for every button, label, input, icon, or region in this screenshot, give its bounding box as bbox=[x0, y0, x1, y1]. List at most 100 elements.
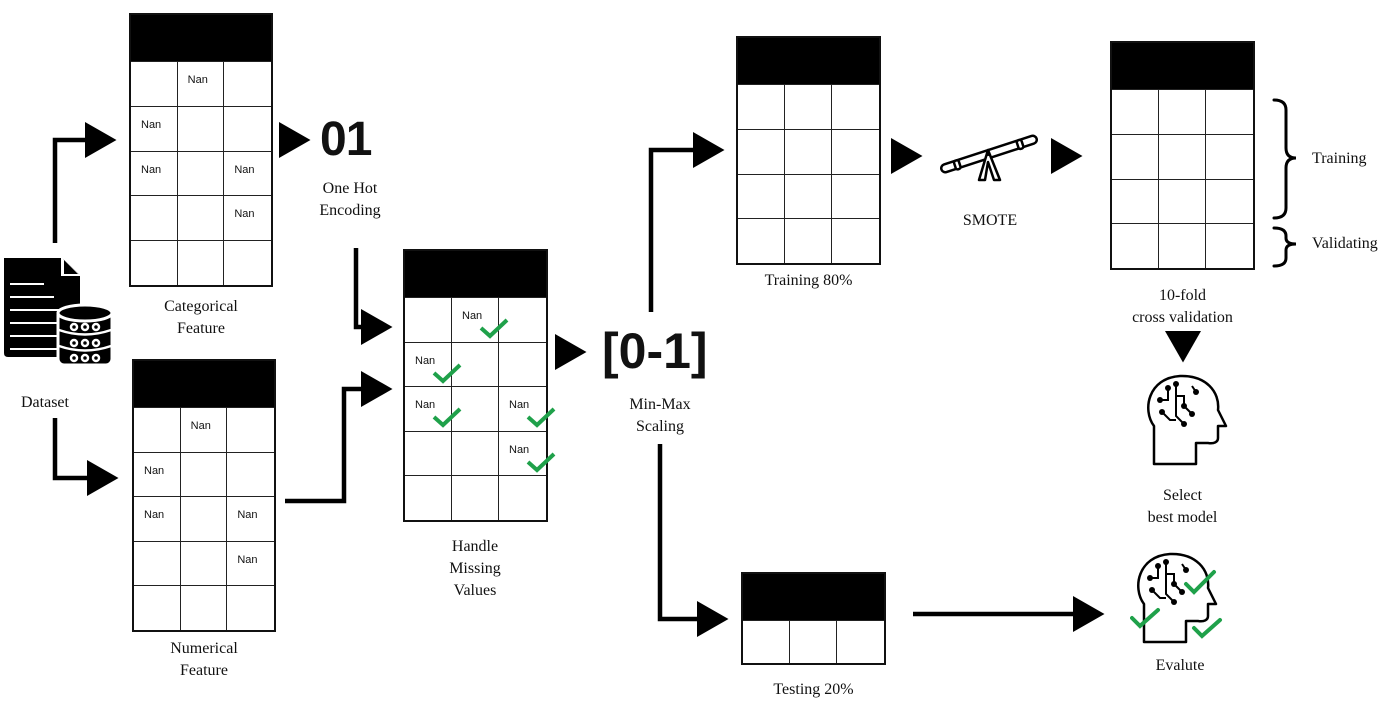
table-cell bbox=[180, 496, 228, 541]
brace-training-label: Training bbox=[1312, 150, 1367, 167]
evaluate-label: Evalute bbox=[1155, 657, 1205, 674]
brace-validating-label: Validating bbox=[1312, 235, 1378, 252]
table-cell bbox=[405, 297, 452, 342]
check-icon bbox=[432, 363, 462, 384]
table-cell bbox=[177, 240, 225, 285]
table-cell bbox=[1159, 133, 1206, 179]
arrow-dataset-to-categorical bbox=[52, 122, 117, 243]
nan-value: Nan bbox=[237, 509, 258, 522]
table-cell bbox=[832, 128, 879, 174]
table-cell bbox=[738, 173, 785, 219]
table-header bbox=[131, 15, 271, 61]
numerical-feature-label: Numerical Feature bbox=[170, 640, 238, 679]
check-icon bbox=[526, 407, 556, 428]
dataset-label: Dataset bbox=[21, 394, 69, 411]
table-cell bbox=[134, 407, 181, 452]
nan-value: Nan bbox=[509, 443, 530, 456]
nan-value: Nan bbox=[462, 310, 483, 322]
table-cell bbox=[1159, 89, 1206, 134]
table-cell bbox=[177, 105, 225, 151]
table-cell bbox=[785, 173, 832, 219]
min-max-symbol: [0-1] bbox=[602, 323, 708, 379]
table-cell bbox=[452, 430, 499, 476]
table-cell bbox=[405, 430, 452, 476]
table-cell bbox=[738, 128, 785, 174]
table-cell bbox=[131, 61, 178, 106]
table-cell bbox=[738, 84, 785, 129]
table-cell bbox=[180, 585, 228, 630]
table-grid bbox=[738, 84, 879, 263]
training-split-label: Training 80% bbox=[764, 272, 853, 289]
ai-head-check-icon bbox=[1130, 548, 1240, 648]
table-cell: Nan bbox=[224, 195, 271, 240]
table-cell: Nan bbox=[134, 451, 181, 497]
table-cell: Nan bbox=[224, 150, 271, 196]
table-cell bbox=[452, 475, 499, 520]
table-grid bbox=[1112, 89, 1253, 268]
table-cell bbox=[743, 620, 790, 663]
nan-value: Nan bbox=[234, 163, 255, 176]
table-cell: Nan bbox=[180, 407, 228, 452]
table-cell bbox=[180, 540, 228, 586]
testing-split-label: Testing 20% bbox=[773, 681, 854, 698]
table-cell: Nan bbox=[131, 150, 178, 196]
table-cell bbox=[785, 128, 832, 174]
table-cell bbox=[832, 218, 879, 263]
table-cell: Nan bbox=[405, 386, 462, 431]
check-icon bbox=[432, 407, 462, 428]
table-cell bbox=[131, 195, 178, 241]
table-cell bbox=[1206, 89, 1253, 134]
nan-value: Nan bbox=[141, 163, 162, 176]
testing-split-table bbox=[741, 572, 886, 665]
brace-training bbox=[1272, 98, 1297, 220]
table-cell bbox=[1159, 178, 1206, 224]
training-split-table bbox=[736, 36, 881, 265]
nan-value: Nan bbox=[187, 74, 208, 86]
seesaw-icon bbox=[935, 128, 1045, 188]
table-cell bbox=[177, 150, 225, 196]
table-cell bbox=[177, 195, 225, 241]
table-cell bbox=[180, 451, 228, 497]
table-cell: Nan bbox=[452, 297, 509, 342]
table-grid bbox=[743, 620, 884, 663]
handle-missing-values-label: Handle Missing Values bbox=[449, 538, 501, 599]
check-icon bbox=[1192, 618, 1222, 639]
table-cell bbox=[832, 84, 879, 129]
table-cell bbox=[134, 540, 181, 586]
table-cell: Nan bbox=[227, 496, 274, 541]
arrow-minmax-to-testing bbox=[657, 444, 729, 637]
table-cell: Nan bbox=[499, 386, 556, 431]
cross-validation-label: 10-fold cross validation bbox=[1132, 287, 1233, 326]
arrow-dataset-to-numerical bbox=[52, 418, 119, 496]
nan-value: Nan bbox=[509, 399, 530, 412]
table-cell bbox=[1112, 89, 1159, 134]
smote-label: SMOTE bbox=[962, 212, 1018, 229]
table-cell bbox=[227, 585, 274, 630]
table-cell bbox=[1159, 223, 1206, 268]
table-header bbox=[743, 574, 884, 620]
table-cell: Nan bbox=[131, 105, 178, 151]
table-cell bbox=[499, 341, 546, 387]
nan-value: Nan bbox=[190, 420, 211, 432]
nan-value: Nan bbox=[141, 118, 162, 131]
one-hot-symbol: 01 bbox=[320, 113, 372, 166]
table-cell bbox=[1206, 133, 1253, 179]
nan-value: Nan bbox=[237, 553, 258, 566]
check-icon bbox=[526, 452, 556, 473]
nan-value: Nan bbox=[415, 354, 436, 367]
arrow-onehot-to-handle-missing bbox=[353, 248, 393, 345]
table-cell bbox=[785, 218, 832, 263]
table-cell bbox=[224, 61, 271, 106]
table-cell bbox=[227, 451, 274, 497]
table-cell: Nan bbox=[499, 430, 556, 476]
table-cell: Nan bbox=[177, 61, 225, 106]
table-cell bbox=[405, 475, 452, 520]
table-cell: Nan bbox=[134, 496, 181, 541]
table-cell bbox=[452, 341, 499, 387]
